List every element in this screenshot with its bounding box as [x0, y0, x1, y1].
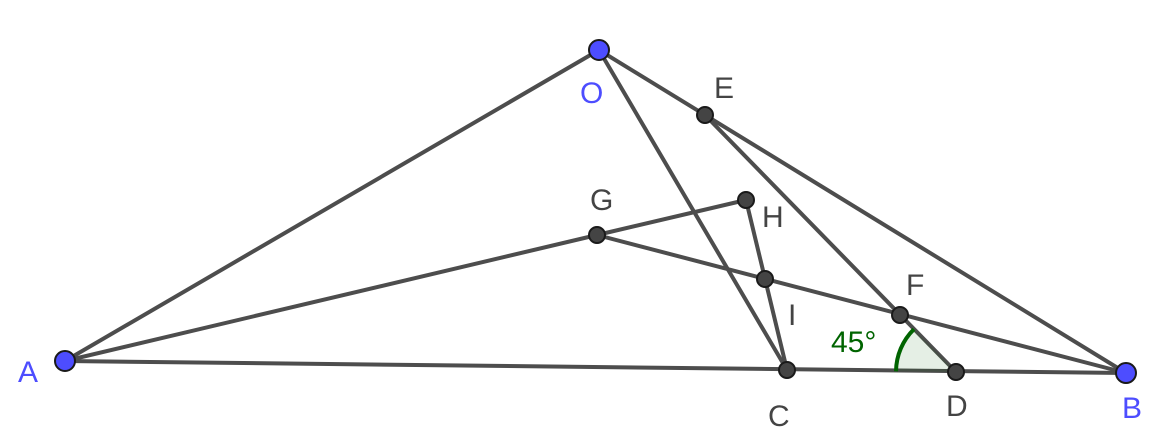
segment-oc[interactable] [597, 48, 789, 372]
angle-label: 45° [831, 326, 876, 359]
point-d[interactable] [947, 363, 965, 381]
point-e[interactable] [696, 106, 714, 124]
point-label-o: O [580, 77, 603, 110]
point-i[interactable] [756, 270, 774, 288]
segment-ed[interactable] [703, 113, 958, 374]
point-label-b: B [1122, 392, 1142, 425]
angle-sector [896, 329, 956, 372]
point-label-f: F [906, 269, 924, 302]
angle-mark: 45° [831, 326, 956, 372]
point-label-h: H [762, 201, 784, 234]
point-label-i: I [788, 299, 796, 332]
segment-ab[interactable] [63, 359, 1128, 375]
point-b[interactable] [1115, 362, 1137, 384]
segments-layer [63, 48, 1128, 375]
segment-ag[interactable] [63, 233, 599, 363]
point-label-e: E [714, 72, 734, 105]
points-layer [54, 39, 1137, 384]
point-g[interactable] [588, 226, 606, 244]
point-label-a: A [18, 356, 38, 389]
segment-gh[interactable] [595, 198, 748, 237]
point-label-d: D [946, 390, 968, 423]
segment-gb[interactable] [595, 233, 1128, 375]
point-label-g: G [590, 184, 613, 217]
labels-layer: A O B C D E F G H I [18, 72, 1142, 433]
point-label-c: C [768, 400, 790, 433]
point-c[interactable] [778, 361, 796, 379]
angle-arc [894, 327, 916, 372]
point-h[interactable] [737, 191, 755, 209]
point-f[interactable] [891, 306, 909, 324]
segment-ao[interactable] [63, 48, 601, 363]
segment-ob[interactable] [597, 48, 1128, 375]
point-o[interactable] [588, 39, 610, 61]
point-a[interactable] [54, 350, 76, 372]
